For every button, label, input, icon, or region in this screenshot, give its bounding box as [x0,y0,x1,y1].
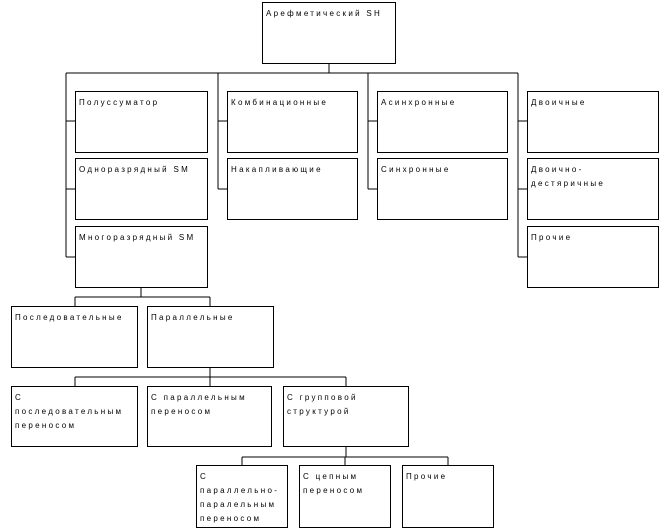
node-synchronous: Синхронные [377,158,508,220]
node-chain-carry: С цепным переносом [299,465,391,528]
node-sequential-carry: С последовательным переносом [11,386,138,447]
node-accumulating: Накапливающие [227,158,358,220]
node-sequential: Последовательные [11,306,138,368]
node-parallel-carry: С параллельным переносом [147,386,272,447]
node-single-digit: Одноразрядный SM [75,158,208,220]
node-half-adder: Полуссуматор [75,91,208,153]
node-other-top: Прочие [527,226,659,288]
node-binary-decimal: Двоично-дестяричные [527,158,659,220]
node-binary: Двоичные [527,91,659,153]
node-asynchronous: Асинхронные [377,91,508,153]
node-parallel-parallel-carry: С параллельно-паралельным переносом [196,465,288,528]
node-multi-digit: Многоразрядный SM [75,226,208,288]
node-combinational: Комбинационные [227,91,358,153]
node-group-structure: С групповой структурой [283,386,409,447]
node-root: Арефметический SH [262,2,396,64]
node-parallel: Параллельные [147,306,274,368]
connector-group [65,64,527,465]
node-other-bottom: Прочие [402,465,494,528]
